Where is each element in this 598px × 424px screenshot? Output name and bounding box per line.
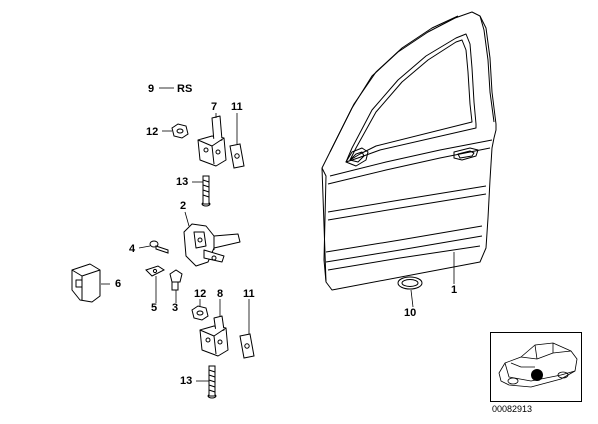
callout-13-upper: 13 [176,176,189,188]
hinge-pad-part-11-upper [229,143,245,169]
diagram-number: 00082913 [492,404,533,414]
callout-3: 3 [172,302,179,314]
callout-2: 2 [180,200,187,212]
bolt-part-13-upper [201,175,211,207]
nut-part-12-lower [191,305,209,321]
callout-12-upper: 12 [146,126,159,138]
callout-8: 8 [217,288,224,300]
plug-part-10 [397,276,423,290]
bolt-part-13-lower [207,365,217,399]
car-location-thumbnail [490,332,582,402]
callout-6: 6 [115,278,122,290]
nut-part-12-upper [171,123,189,139]
callout-9: 9 [148,83,155,95]
hinge-pad-part-11-lower [239,333,255,359]
door-check-part-2 [183,223,241,267]
upper-hinge-part-7 [197,115,227,167]
car-location-thumbnail-icon [498,342,578,388]
callout-7: 7 [211,101,218,113]
screw-part-4 [149,240,169,254]
callout-12-lower: 12 [194,288,207,300]
callout-5: 5 [151,302,158,314]
lower-hinge-part-8 [199,315,229,357]
callout-1: 1 [451,284,458,296]
callout-9-suffix: RS [177,83,193,95]
stop-buffer-part-6 [71,263,101,303]
door-shell [321,11,497,291]
callout-10: 10 [404,307,417,319]
washer-part-5 [145,265,165,277]
callout-13-lower: 13 [180,375,193,387]
callout-4: 4 [129,243,136,255]
callout-11-upper: 11 [231,101,243,113]
leader-lines [101,87,455,382]
bolt-part-3 [169,269,183,291]
callout-11-lower: 11 [243,288,255,300]
